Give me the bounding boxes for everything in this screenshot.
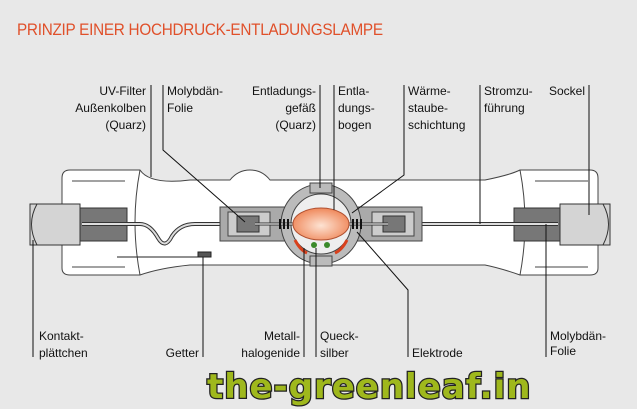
svg-text:bogen: bogen [338,118,371,132]
label-mercury: Queck- silber [320,329,359,360]
svg-text:Entla-: Entla- [338,84,369,98]
svg-text:Kontakt-: Kontakt- [39,329,84,343]
svg-text:Molybdän-: Molybdän- [550,329,606,343]
socket-right [559,203,611,246]
label-electrode: Elektrode [412,346,463,360]
leader-lines [32,85,590,357]
label-contact-plate: Kontakt- plättchen [39,329,88,360]
label-current-lead: Stromzu- führung [484,84,533,115]
label-heat-coating: Wärme- staube- schichtung [408,84,465,132]
svg-text:staube-: staube- [408,101,448,115]
svg-text:Getter: Getter [166,346,199,360]
svg-text:halogenide: halogenide [241,346,300,360]
svg-text:silber: silber [320,346,349,360]
svg-text:Folie: Folie [550,344,576,358]
label-discharge-vessel: Entladungs- gefäß (Quarz) [252,84,316,132]
svg-text:Außenkolben: Außenkolben [75,101,146,115]
mercury [311,242,317,248]
svg-text:gefäß: gefäß [285,101,316,115]
svg-text:schichtung: schichtung [408,118,465,132]
svg-text:Entladungs-: Entladungs- [252,84,316,98]
svg-text:Folie: Folie [167,101,193,115]
svg-text:Stromzu-: Stromzu- [484,84,533,98]
label-molybdenum-foil-top: Molybdän- Folie [167,84,223,115]
svg-text:führung: führung [484,101,525,115]
svg-text:Sockel: Sockel [549,84,585,98]
label-getter: Getter [166,346,199,360]
label-uv-filter: UV-Filter Außenkolben (Quarz) [75,84,146,132]
socket-left [29,203,81,246]
label-socket: Sockel [549,84,585,98]
diagram-title: PRINZIP EINER HOCHDRUCK-ENTLADUNGSLAMPE [17,20,383,39]
svg-text:Molybdän-: Molybdän- [167,84,223,98]
svg-text:UV-Filter: UV-Filter [99,84,146,98]
svg-text:(Quarz): (Quarz) [105,118,146,132]
svg-text:Metall-: Metall- [264,329,300,343]
svg-text:dungs-: dungs- [338,101,375,115]
metal-halides [293,239,349,255]
discharge-arc [292,207,350,241]
svg-text:plättchen: plättchen [39,346,88,360]
svg-text:Wärme-: Wärme- [408,84,451,98]
getter [197,251,212,258]
watermark-logo: the-greenleaf.in [207,367,531,407]
svg-text:Elektrode: Elektrode [412,346,463,360]
label-discharge-arc: Entla- dungs- bogen [338,84,375,132]
label-molybdenum-foil-bottom: Molybdän- Folie [550,329,606,358]
label-metal-halides: Metall- halogenide [241,329,300,360]
svg-text:Queck-: Queck- [320,329,359,343]
svg-text:(Quarz): (Quarz) [275,118,316,132]
